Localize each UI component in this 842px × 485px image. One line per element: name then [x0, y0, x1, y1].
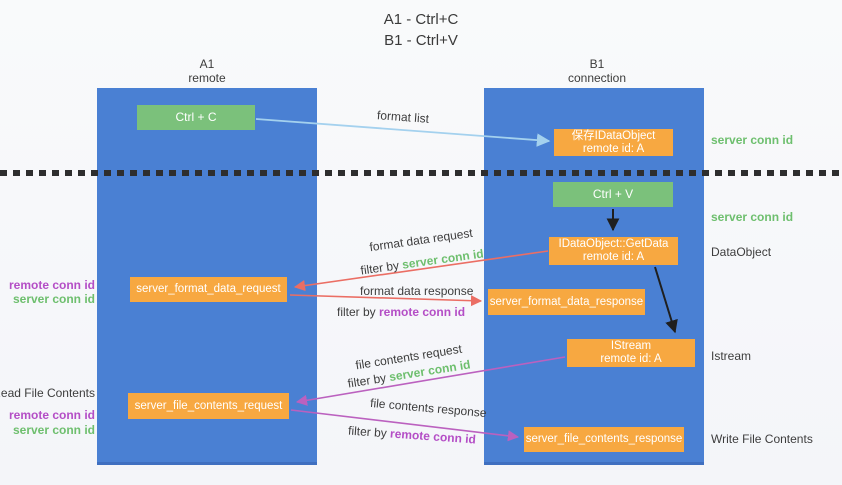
title-line-a1: A1 - Ctrl+C [383, 11, 459, 28]
label-format-list: format list [376, 108, 430, 126]
left-label-read-file-contents: Read File Contents [0, 386, 95, 400]
node-server-format-data-response: server_format_data_response [488, 289, 645, 315]
filter-prefix: filter by [359, 257, 404, 278]
node-ctrl-v-label: Ctrl + V [592, 187, 634, 201]
node-server-format-data-request: server_format_data_request [130, 277, 287, 302]
node-idataobject-getdata-line1: IDataObject::GetData [558, 238, 669, 250]
node-save-dataobject: 保存IDataObject remote id: A [554, 129, 673, 156]
dotted-divider-line [0, 170, 842, 176]
right-label-server-conn-id-1: server conn id [711, 133, 794, 147]
label-format-data-response: format data response [360, 284, 474, 298]
right-label-dataobject: DataObject [711, 245, 772, 259]
node-istream-line2: remote id: A [600, 353, 662, 365]
node-idataobject-getdata-line2: remote id: A [582, 251, 645, 263]
node-server-file-contents-request: server_file_contents_request [128, 393, 289, 419]
node-server-format-data-request-label: server_format_data_request [136, 283, 281, 295]
node-server-file-contents-response: server_file_contents_response [524, 427, 684, 452]
node-istream: IStream remote id: A [567, 339, 695, 367]
node-server-file-contents-response-label: server_file_contents_response [525, 433, 683, 445]
label-filter-file-contents-response: filter by remote conn id [348, 424, 477, 447]
diagram-title: A1 - Ctrl+C B1 - Ctrl+V [0, 9, 842, 51]
node-server-file-contents-request-label: server_file_contents_request [134, 399, 283, 412]
title-line-b1: B1 - Ctrl+V [384, 32, 458, 49]
filter-value-server-conn-id: server conn id [401, 246, 485, 272]
lifeline-b1-role: connection [567, 71, 627, 85]
label-filter-format-data-response: filter by remote conn id [337, 305, 465, 319]
filter-prefix: filter by [337, 305, 380, 319]
right-label-write-file-contents: Write File Contents [711, 432, 813, 446]
node-ctrl-c-label: Ctrl + C [175, 110, 217, 124]
lifeline-header-a1: A1 remote [147, 57, 267, 85]
label-file-contents-response: file contents response [369, 395, 488, 421]
left-label-server-conn-id-1: server conn id [12, 292, 95, 306]
lifeline-a1-role: remote [188, 71, 226, 85]
filter-prefix: filter by [346, 370, 391, 391]
lifeline-a1-id: A1 [199, 57, 215, 71]
right-label-istream: Istream [711, 349, 752, 363]
node-server-format-data-response-label: server_format_data_response [489, 295, 644, 308]
node-istream-line1: IStream [610, 340, 652, 352]
node-ctrl-v: Ctrl + V [553, 182, 673, 207]
left-label-remote-conn-id-1: remote conn id [8, 278, 95, 292]
lifeline-header-b1: B1 connection [537, 57, 657, 85]
left-label-server-conn-id-2: server conn id [12, 423, 95, 437]
node-ctrl-c: Ctrl + C [137, 105, 255, 130]
filter-prefix: filter by [347, 423, 391, 441]
filter-value-remote-conn-id: remote conn id [389, 426, 477, 447]
right-label-server-conn-id-2: server conn id [711, 210, 794, 224]
node-idataobject-getdata: IDataObject::GetData remote id: A [549, 237, 678, 265]
filter-value-remote-conn-id: remote conn id [379, 305, 466, 319]
left-label-remote-conn-id-2: remote conn id [8, 408, 95, 422]
node-save-dataobject-line2: remote id: A [582, 142, 645, 155]
node-save-dataobject-line1: 保存IDataObject [571, 129, 656, 142]
lifeline-b1-id: B1 [589, 57, 605, 71]
